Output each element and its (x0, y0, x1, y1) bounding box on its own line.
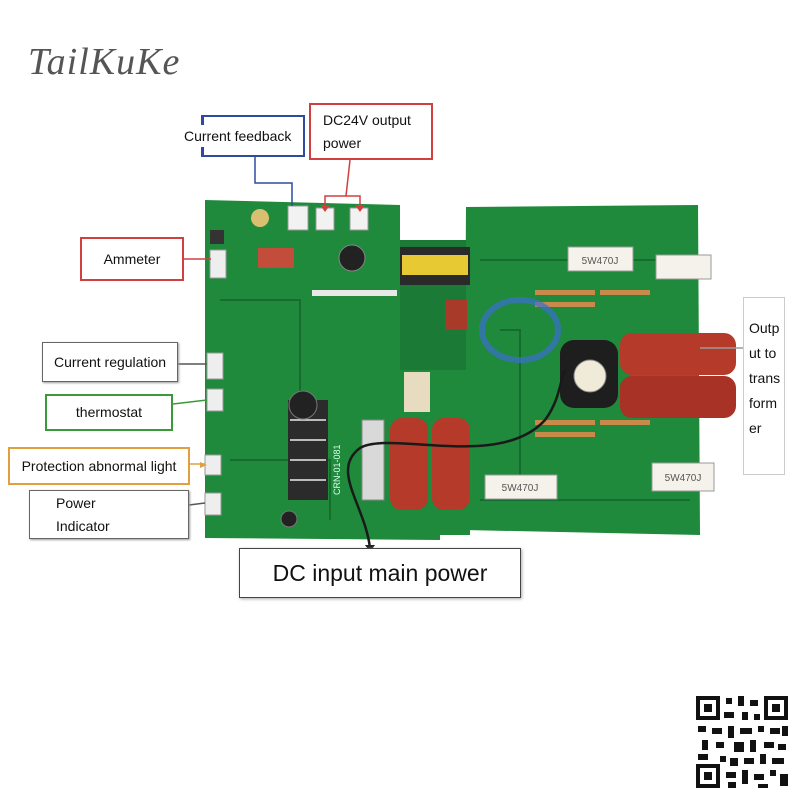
qr-code (694, 694, 790, 790)
callout-protection-light: Protection abnormal light (8, 447, 190, 485)
callout-dc-input-main-power: DC input main power (239, 548, 521, 598)
connector-current-reg (206, 352, 224, 380)
capacitor-a (390, 418, 428, 510)
callout-ammeter: Ammeter (80, 237, 184, 281)
callout-dc24v-line2: power (323, 134, 362, 151)
callout-current-regulation: Current regulation (42, 342, 178, 382)
callout-thermostat: thermostat (45, 394, 173, 431)
main-power-cable (346, 369, 567, 549)
connector-dc24v-b (349, 207, 369, 231)
resistor-top-b (655, 254, 712, 280)
callout-power-line2: Indicator (56, 517, 110, 534)
callout-output-line5: er (749, 420, 762, 436)
callout-output-line3: trans (749, 370, 781, 386)
resistor-bottom-a (484, 474, 558, 500)
brand-logo: TailKuKe (28, 41, 181, 83)
connector-power (204, 492, 222, 516)
capacitor-right-a (620, 333, 736, 375)
callout-current-feedback: Current feedback (182, 115, 305, 157)
callout-dc24v-line1: DC24V output (323, 112, 411, 129)
connector-protect (204, 454, 222, 476)
capacitor-b (432, 418, 470, 510)
resistor-label-1: 5W470J (582, 256, 619, 267)
callout-output-line4: form (749, 395, 777, 411)
callout-power-indicator: Power Indicator (29, 490, 189, 539)
board-code: CRN-01-081 (332, 444, 342, 495)
connector-thermostat (206, 388, 224, 412)
watermark-logo (479, 297, 561, 363)
connector-feedback (287, 205, 309, 231)
callout-dc24v-output: DC24V output power (309, 103, 433, 160)
resistor-label-3: 5W470J (665, 473, 702, 484)
capacitor-right-b (620, 376, 736, 418)
resistor-label-2: 5W470J (502, 483, 539, 494)
callout-output-line1: Outp (749, 320, 780, 336)
connector-ammeter (209, 249, 227, 279)
callout-output-to-transformer: Outp ut to trans form er (743, 297, 785, 475)
resistor-bottom-b (651, 462, 715, 492)
callout-output-line2: ut to (749, 345, 777, 361)
callout-power-line1: Power (56, 495, 96, 512)
resistor-top-a (567, 246, 634, 272)
